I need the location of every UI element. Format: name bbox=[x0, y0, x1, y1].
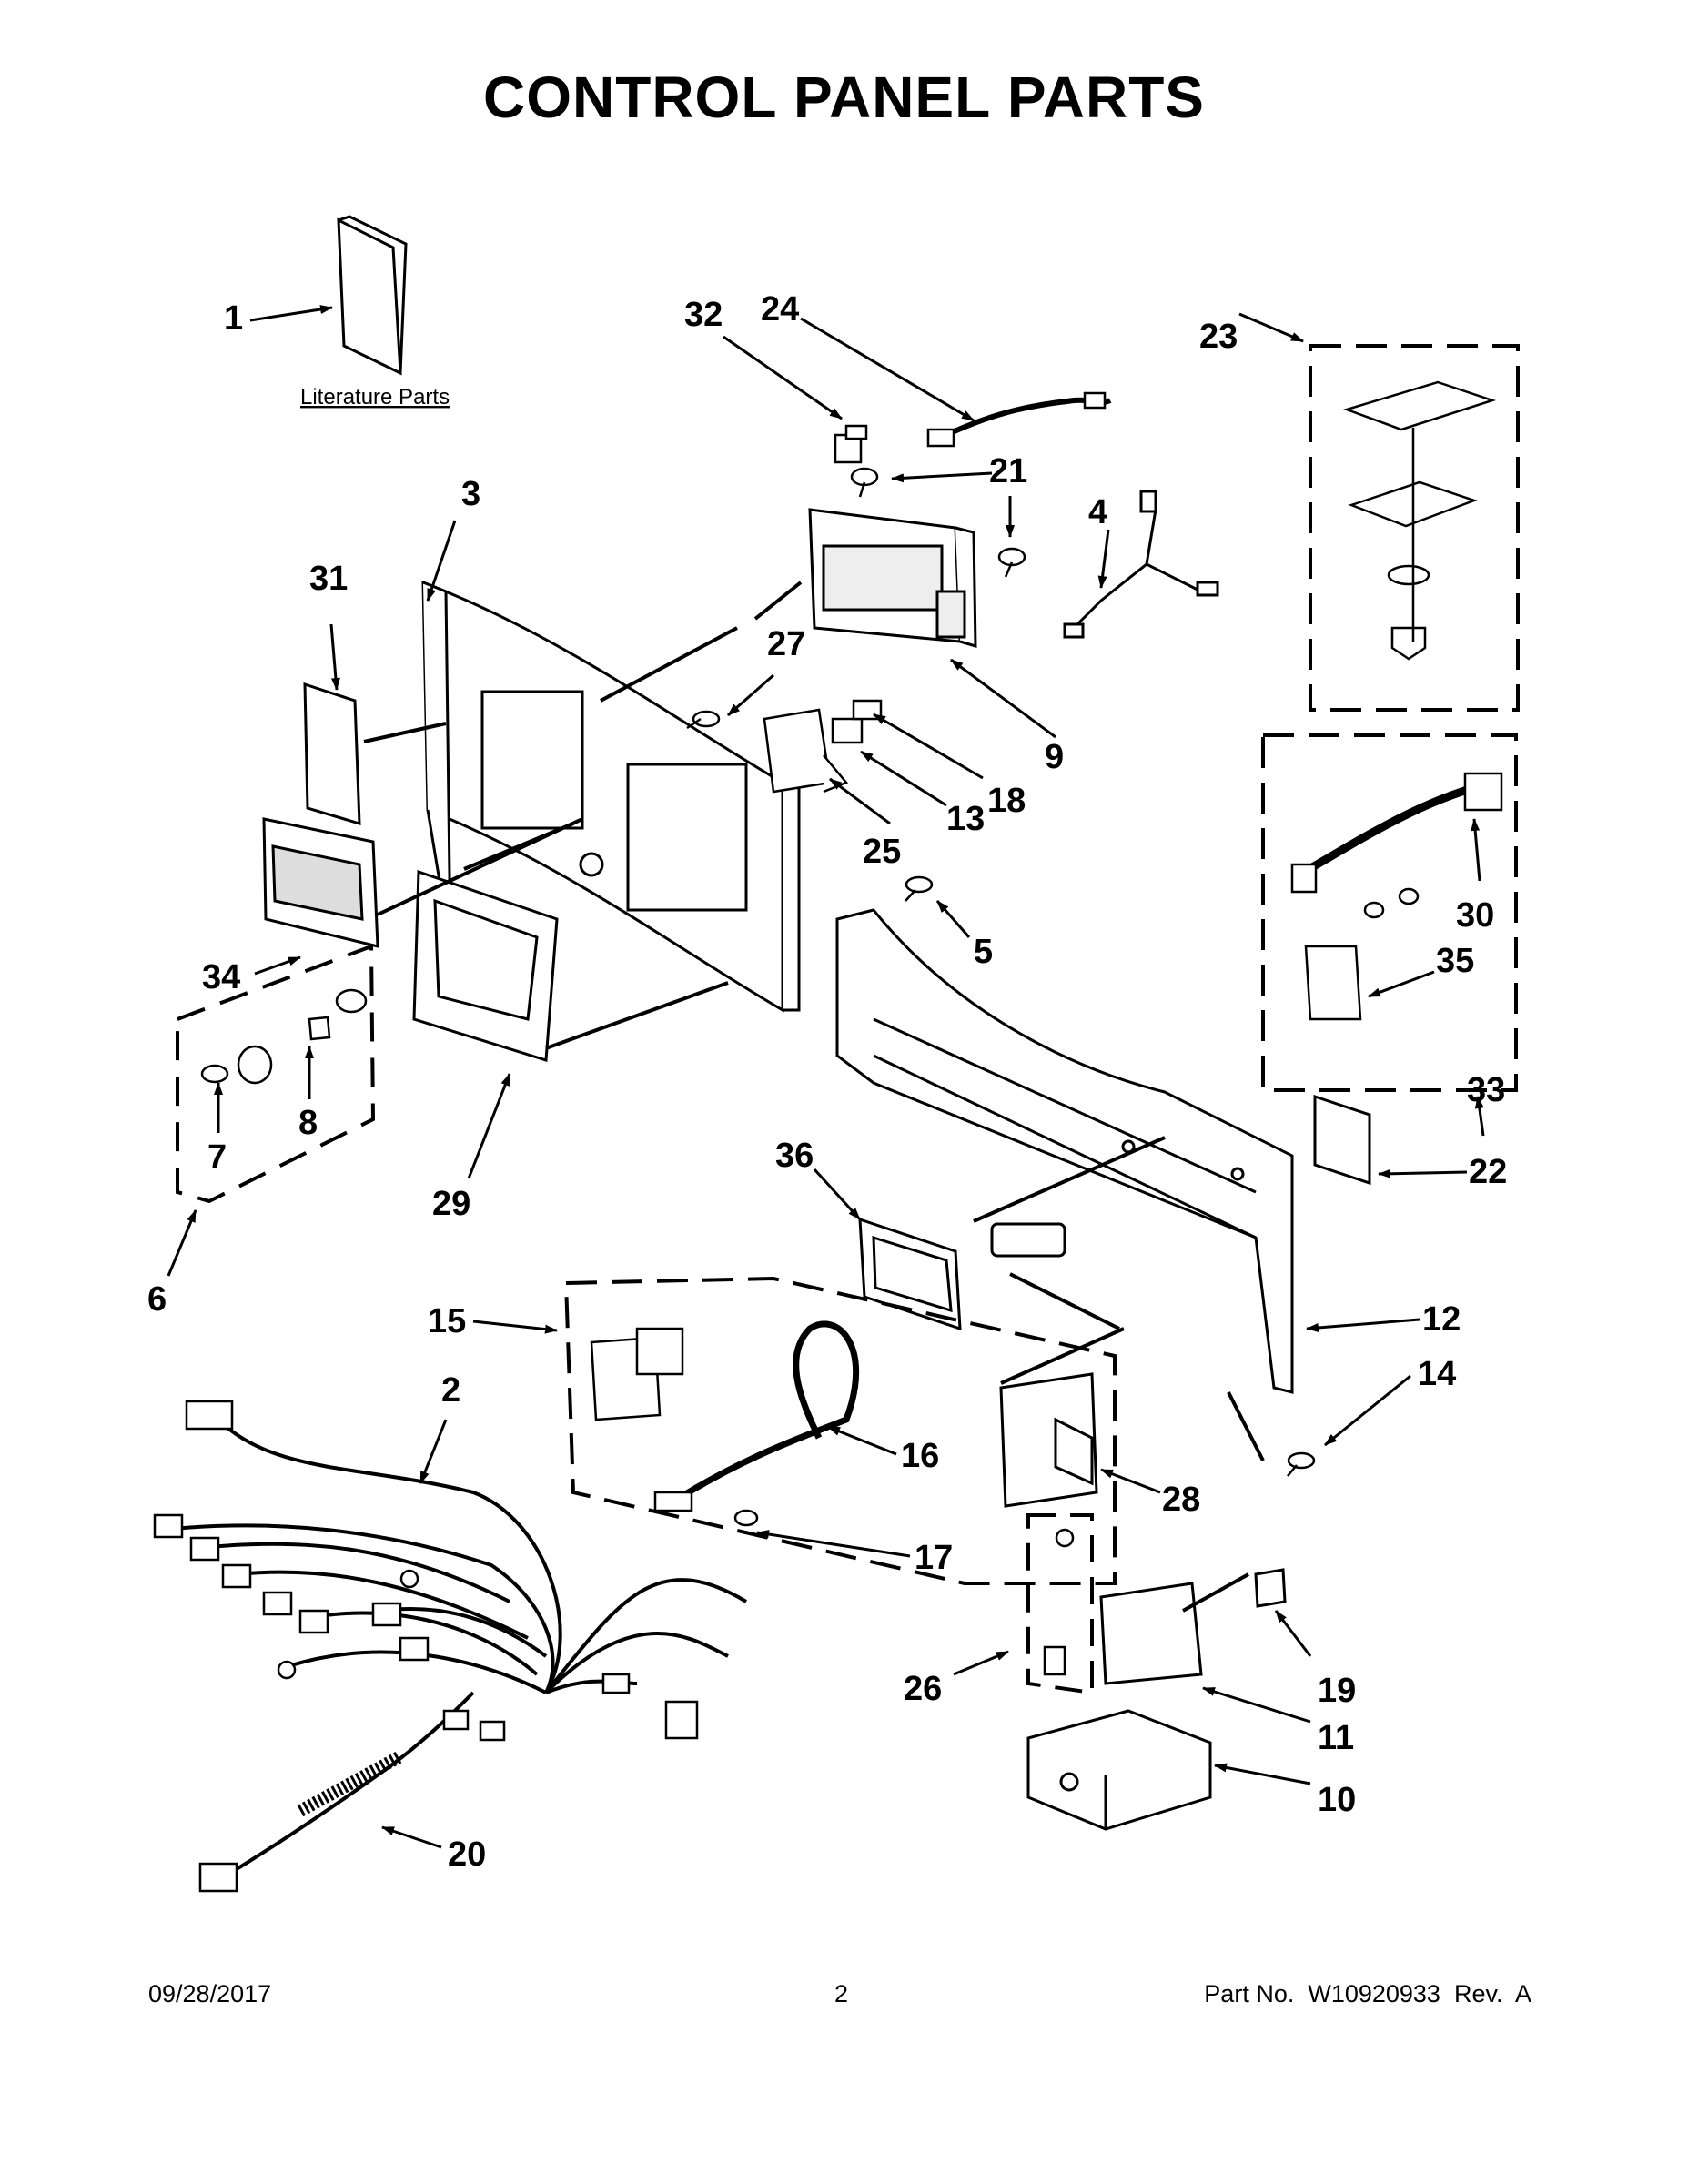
callout-29: 29 bbox=[432, 1185, 470, 1223]
bracket-plate-parts-23 bbox=[1343, 380, 1497, 661]
bracket-28 bbox=[999, 1372, 1098, 1508]
small-parts-26 bbox=[1043, 1528, 1075, 1676]
display-34 bbox=[262, 817, 379, 948]
dryer-sensor-15-16-17 bbox=[590, 1320, 859, 1527]
callout-8: 8 bbox=[298, 1104, 318, 1142]
callout-28: 28 bbox=[1162, 1481, 1200, 1519]
callout-15: 15 bbox=[428, 1302, 466, 1340]
callout-6: 6 bbox=[147, 1280, 167, 1319]
callout-30: 30 bbox=[1456, 896, 1494, 935]
callout-10: 10 bbox=[1318, 1781, 1356, 1819]
harness-2-connectors bbox=[153, 1400, 699, 1740]
footer-page-number: 2 bbox=[834, 1980, 849, 2007]
screw-27 bbox=[686, 710, 721, 730]
dashed-group-33 bbox=[1261, 733, 1518, 1092]
panel-plate-31 bbox=[303, 682, 361, 826]
literature-book-part bbox=[337, 215, 408, 376]
callout-24: 24 bbox=[761, 290, 799, 329]
cover-22 bbox=[1313, 1094, 1371, 1186]
callout-labels: 1 2 3 4 5 6 7 8 9 10 11 12 13 14 15 16 1… bbox=[147, 290, 1507, 1874]
callout-31: 31 bbox=[309, 560, 348, 598]
dashed-group-23 bbox=[1309, 344, 1520, 712]
callout-2: 2 bbox=[441, 1371, 460, 1410]
console-back-12 bbox=[835, 908, 1294, 1394]
callout-12: 12 bbox=[1422, 1300, 1461, 1339]
wire-harness-4 bbox=[1063, 490, 1219, 639]
callout-11: 11 bbox=[1318, 1719, 1354, 1757]
control-board-9 bbox=[808, 508, 977, 649]
console-front-3 bbox=[421, 580, 801, 1013]
callout-33: 33 bbox=[1467, 1071, 1505, 1109]
callout-19: 19 bbox=[1318, 1672, 1356, 1710]
dashed-group-6 bbox=[176, 944, 376, 1204]
switch-bracket-13-18-25 bbox=[763, 699, 883, 794]
callout-17: 17 bbox=[915, 1539, 953, 1577]
callout-27: 27 bbox=[767, 625, 805, 663]
harness-30-bracket-35 bbox=[1290, 772, 1503, 1021]
callout-7: 7 bbox=[207, 1138, 227, 1177]
page-title: CONTROL PANEL PARTS bbox=[483, 65, 1205, 130]
callout-34: 34 bbox=[202, 958, 240, 996]
harness-20-connectors bbox=[198, 1709, 506, 1893]
footer-date: 09/28/2017 bbox=[148, 1980, 272, 2007]
screw-14 bbox=[1287, 1451, 1316, 1477]
bezel-36 bbox=[858, 1217, 962, 1331]
callout-5: 5 bbox=[974, 933, 993, 971]
callout-3: 3 bbox=[461, 475, 480, 513]
screws-21 bbox=[850, 467, 1026, 578]
guide-lines bbox=[363, 581, 1265, 1613]
screw-5 bbox=[905, 875, 934, 902]
callout-36: 36 bbox=[775, 1137, 814, 1175]
dashed-group-15 bbox=[563, 1276, 1117, 1585]
callout-21: 21 bbox=[989, 452, 1027, 490]
callout-13: 13 bbox=[946, 800, 985, 838]
callout-9: 9 bbox=[1045, 738, 1064, 776]
connector-32 bbox=[834, 424, 868, 464]
callout-16: 16 bbox=[901, 1437, 939, 1475]
wire-harness-24 bbox=[926, 391, 1112, 448]
callout-26: 26 bbox=[904, 1670, 942, 1708]
dashed-group-26 bbox=[1026, 1513, 1094, 1695]
callout-22: 22 bbox=[1469, 1153, 1507, 1191]
leader-lines bbox=[167, 305, 1485, 1849]
enclosure-parts-10-11-19 bbox=[1026, 1568, 1287, 1831]
knob-parts-7-8 bbox=[200, 988, 368, 1085]
callout-1: 1 bbox=[224, 299, 243, 338]
wire-harness-20 bbox=[226, 1691, 475, 1876]
callout-14: 14 bbox=[1418, 1355, 1456, 1393]
callout-25: 25 bbox=[863, 833, 901, 871]
callout-20: 20 bbox=[448, 1835, 486, 1874]
callout-4: 4 bbox=[1088, 493, 1107, 531]
wire-harness-2 bbox=[172, 1418, 748, 1694]
callout-18: 18 bbox=[987, 782, 1026, 820]
callout-35: 35 bbox=[1436, 942, 1474, 980]
callout-32: 32 bbox=[684, 296, 723, 334]
footer-part-number: Part No. W10920933 Rev. A bbox=[1204, 1980, 1531, 2007]
callout-23: 23 bbox=[1199, 318, 1238, 356]
literature-parts-label: Literature Parts bbox=[300, 385, 450, 410]
gasket-29 bbox=[412, 869, 559, 1062]
